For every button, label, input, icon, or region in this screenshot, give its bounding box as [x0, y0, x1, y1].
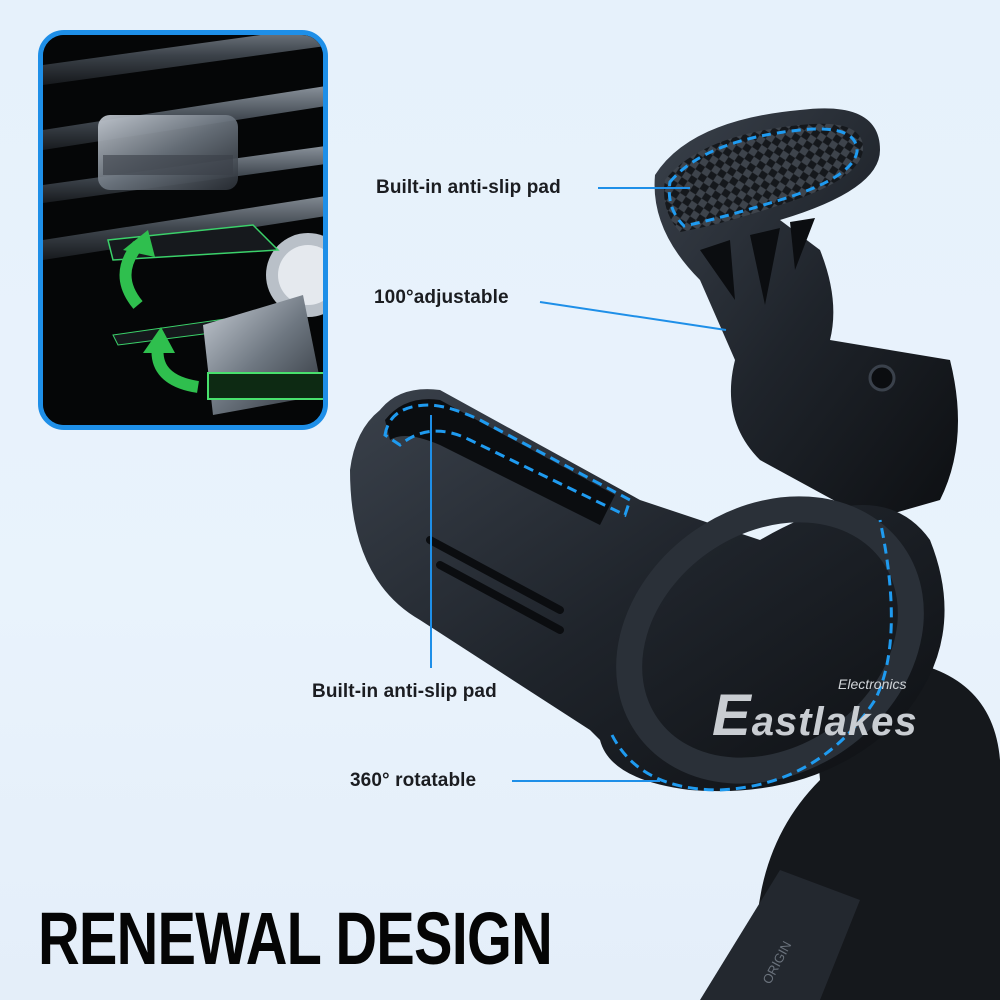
top-anti-slip-pad — [664, 123, 864, 232]
rotation-ring-outline — [610, 519, 893, 792]
vent-clip-closeup-illustration — [43, 35, 323, 425]
headline-title: RENEWAL DESIGN — [38, 897, 553, 980]
leader-line-adjustable — [539, 301, 727, 331]
inset-vent-detail-panel — [38, 30, 328, 430]
watermark-subtitle: Electronics — [838, 676, 907, 692]
callout-100-degree-adjustable: 100°adjustable — [374, 287, 509, 308]
watermark-brand: Eastlakes — [712, 683, 918, 748]
callout-bottom-anti-slip-pad: Built-in anti-slip pad — [312, 681, 497, 702]
callout-360-degree-rotatable: 360° rotatable — [350, 770, 477, 791]
pivot-screw — [868, 364, 896, 392]
callout-top-anti-slip-pad: Built-in anti-slip pad — [376, 177, 561, 198]
